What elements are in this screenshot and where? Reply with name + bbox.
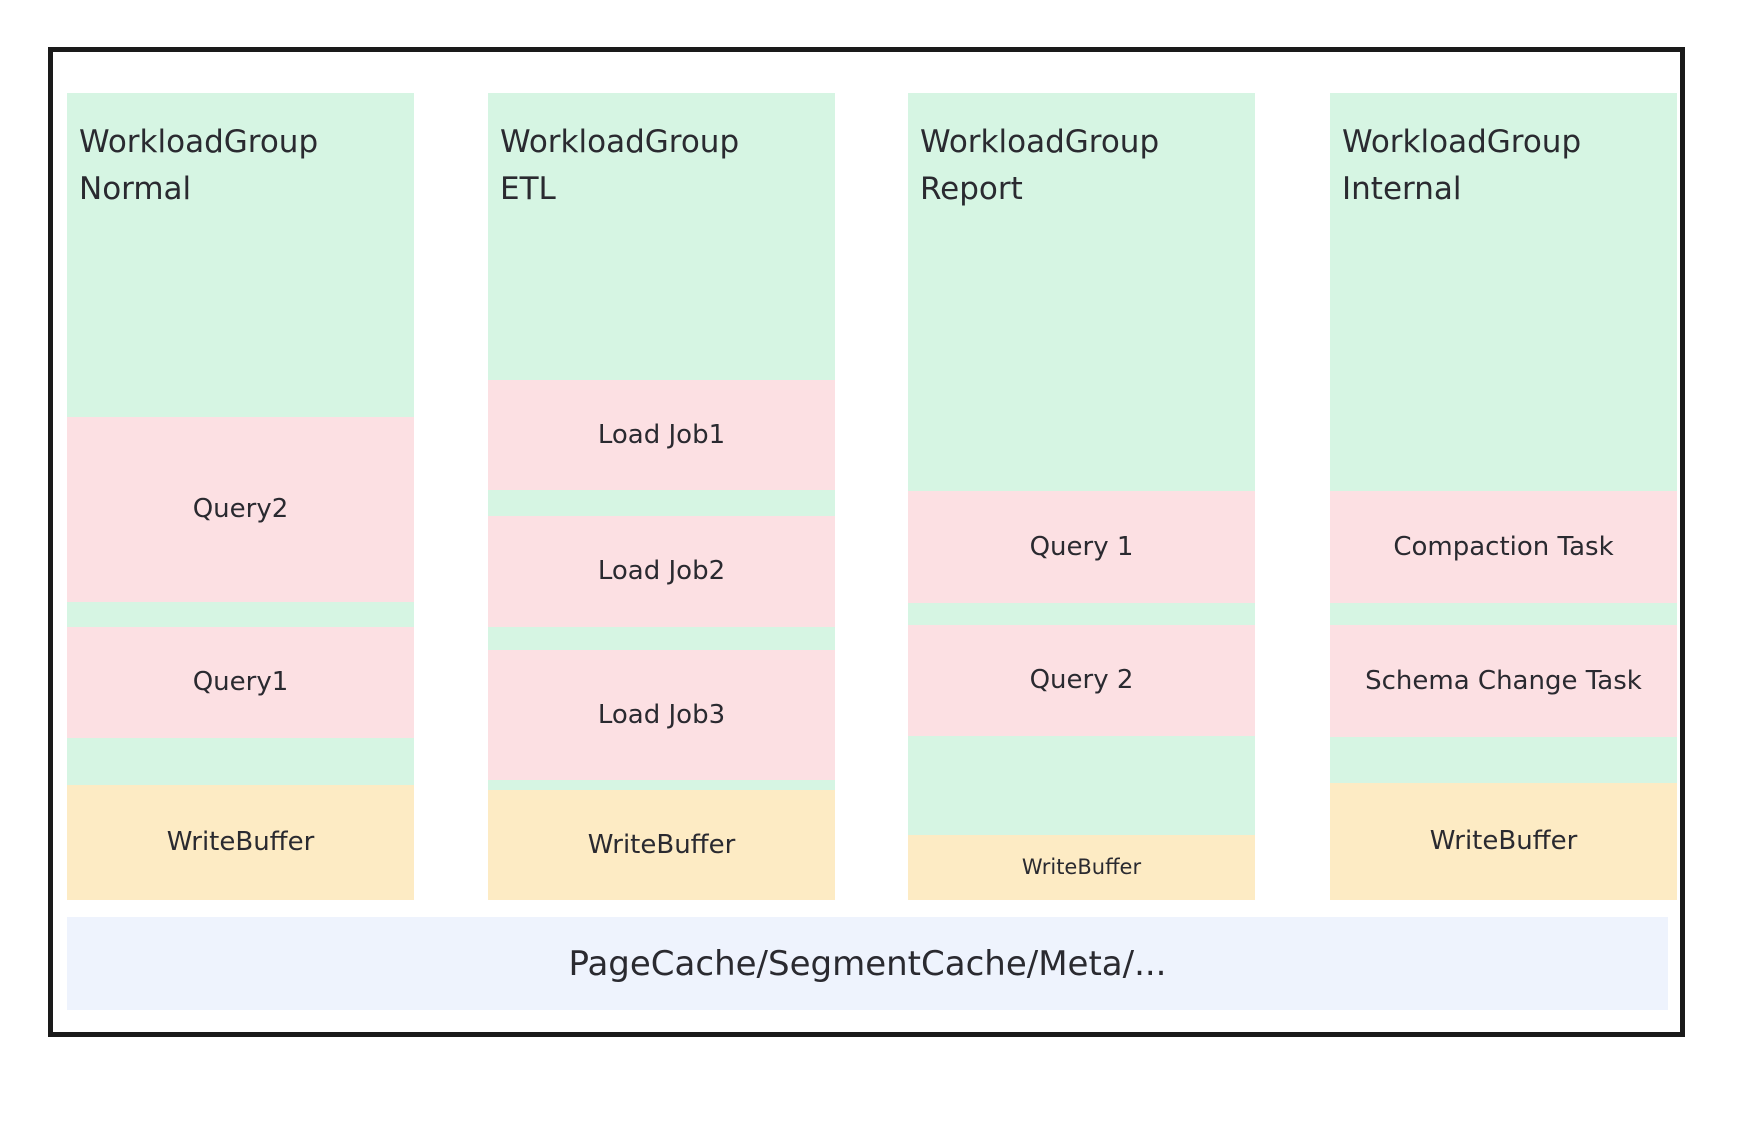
group-free-space <box>488 627 835 650</box>
write-buffer-block: WriteBuffer <box>1330 783 1677 900</box>
group-free-space <box>1330 603 1677 625</box>
group-free-space <box>67 602 414 627</box>
task-block: Load Job2 <box>488 516 835 627</box>
workload-group-title: WorkloadGroup Internal <box>1330 93 1677 491</box>
task-block: Query 1 <box>908 491 1255 603</box>
group-free-space <box>488 490 835 516</box>
task-block: Compaction Task <box>1330 491 1677 603</box>
task-block: Query 2 <box>908 625 1255 736</box>
task-block: Schema Change Task <box>1330 625 1677 737</box>
group-free-space <box>908 603 1255 625</box>
write-buffer-block: WriteBuffer <box>908 835 1255 900</box>
workload-group-title: WorkloadGroup Report <box>908 93 1255 491</box>
task-block: Load Job1 <box>488 380 835 490</box>
workload-group-title: WorkloadGroup ETL <box>488 93 835 380</box>
shared-cache-label: PageCache/SegmentCache/Meta/... <box>568 943 1167 984</box>
group-free-space <box>1330 737 1677 783</box>
task-block: Query2 <box>67 417 414 602</box>
task-block: Query1 <box>67 627 414 738</box>
task-block: Load Job3 <box>488 650 835 780</box>
workload-group-title: WorkloadGroup Normal <box>67 93 414 417</box>
write-buffer-block: WriteBuffer <box>488 790 835 900</box>
group-free-space <box>67 738 414 785</box>
group-free-space <box>488 780 835 790</box>
write-buffer-block: WriteBuffer <box>67 785 414 900</box>
group-free-space <box>908 736 1255 835</box>
shared-cache-layer: PageCache/SegmentCache/Meta/... <box>67 917 1668 1010</box>
